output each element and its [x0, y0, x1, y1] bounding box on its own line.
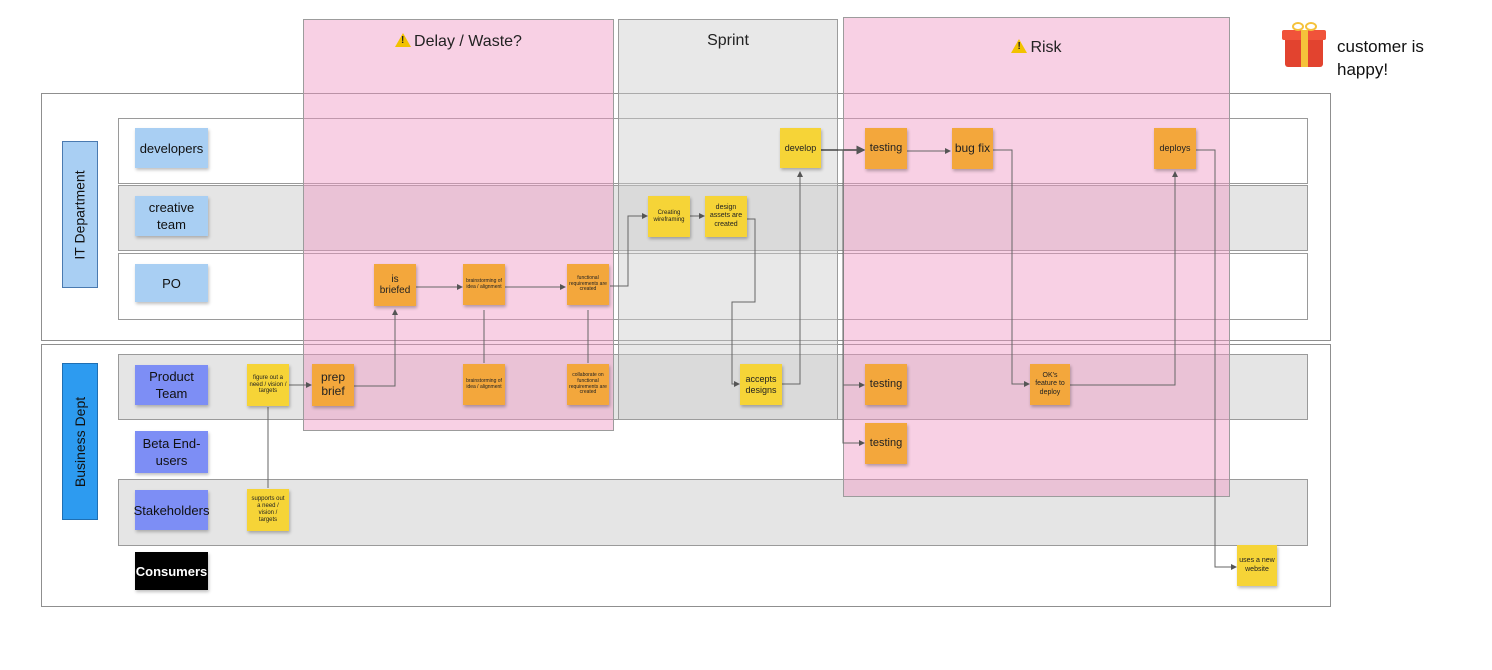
frame-risk-title: Risk: [844, 38, 1229, 57]
frame-risk: Risk: [843, 17, 1230, 497]
sticky-accepts-designs: accepts designs: [740, 364, 782, 405]
frame-sprint-title: Sprint: [707, 32, 749, 49]
outcome-text: customer is happy!: [1337, 37, 1424, 79]
dept-business: Business Dept: [62, 363, 98, 520]
sticky-testing-dev: testing: [865, 128, 907, 169]
sticky-supports-need: supports out a need / vision / targets: [247, 489, 289, 531]
gift-bow-left: [1292, 22, 1304, 31]
sticky-functional-requirements: functional requirements are created: [567, 264, 609, 305]
sticky-deploys: deploys: [1154, 128, 1196, 169]
business-dept-group: [41, 344, 1331, 607]
role-beta-end-users: Beta End-users: [135, 431, 208, 473]
lane-po: [118, 253, 1308, 320]
gift-bow-right: [1305, 22, 1317, 31]
sticky-bug-fix: bug fix: [952, 128, 993, 169]
sticky-oks-feature: OK's feature to deploy: [1030, 364, 1070, 405]
sticky-figure-out-need: figure out a need / vision / targets: [247, 364, 289, 406]
role-creative-team: creative team: [135, 196, 208, 236]
dept-it: IT Department: [62, 141, 98, 288]
role-stakeholders: Stakeholders: [134, 490, 209, 530]
sticky-brainstorming-po: brainstorming of idea / alignment: [463, 264, 505, 305]
it-department-group: [41, 93, 1331, 341]
warning-icon: [1011, 39, 1028, 53]
frame-delay-waste: Delay / Waste?: [303, 19, 614, 431]
sticky-creating-wireframing: Creating wireframing: [648, 196, 690, 237]
sticky-prep-brief: prep brief: [312, 364, 354, 406]
role-product-team: Product Team: [135, 365, 208, 405]
frame-delay-title: Delay / Waste?: [304, 32, 613, 51]
role-po: PO: [135, 264, 208, 302]
sticky-design-assets: design assets are created: [705, 196, 747, 237]
sticky-develop: develop: [780, 128, 821, 168]
sticky-collaborate: collaborate on functional requirements a…: [567, 364, 609, 405]
role-consumers: Consumers: [135, 552, 208, 590]
role-developers: developers: [135, 128, 208, 168]
sticky-testing-pt: testing: [865, 364, 907, 405]
lane-stakeholders: [118, 479, 1308, 546]
sticky-uses-new-website: uses a new website: [1237, 545, 1277, 586]
sticky-brainstorming-pt: brainstorming of idea / alignment: [463, 364, 505, 405]
lane-developers: [118, 118, 1308, 184]
sticky-testing-beta: testing: [865, 423, 907, 464]
sticky-is-briefed: is briefed: [374, 264, 416, 306]
gift-ribbon: [1301, 30, 1308, 67]
warning-icon: [395, 33, 412, 47]
